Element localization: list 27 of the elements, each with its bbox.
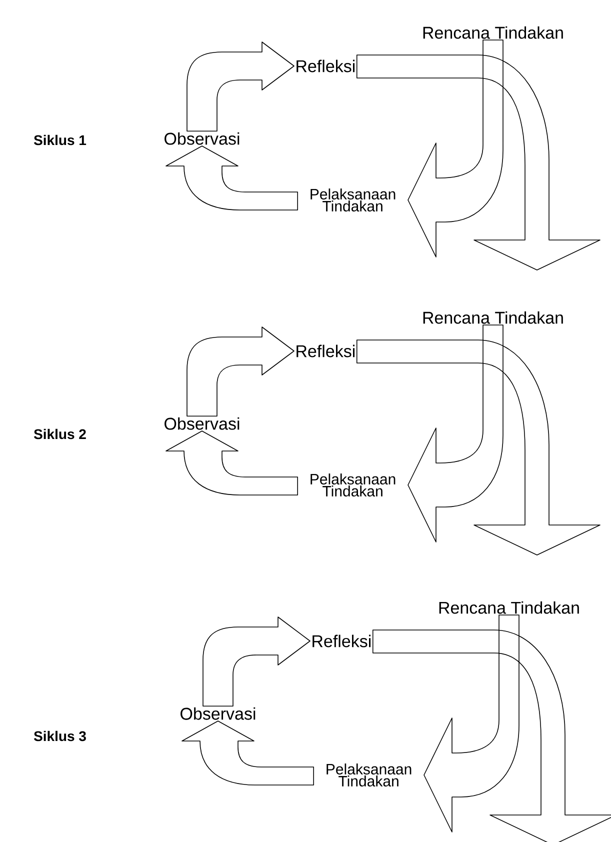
block-arrow — [356, 340, 600, 556]
block-arrow — [372, 630, 611, 842]
block-arrow — [424, 614, 520, 832]
block-arrow — [356, 54, 600, 270]
block-arrow — [408, 40, 504, 258]
block-arrow — [186, 326, 294, 417]
step-label: Observasi — [164, 417, 240, 430]
step-label: Pelaksanaan Tindakan — [310, 474, 396, 496]
step-label: Observasi — [164, 132, 240, 145]
block-arrow — [186, 42, 294, 132]
block-arrow — [166, 430, 298, 496]
block-arrow — [408, 324, 504, 542]
step-label: Observasi — [180, 707, 256, 720]
step-label: Refleksi — [296, 344, 355, 358]
step-label: Rencana Tindakan — [423, 311, 563, 324]
block-arrow — [182, 720, 314, 786]
step-label: Pelaksanaan Tindakan — [326, 764, 412, 786]
block-arrow — [166, 146, 298, 210]
step-label: Rencana Tindakan — [423, 26, 563, 39]
cycle-label: Siklus 2 — [34, 428, 86, 440]
cycle-label: Siklus 3 — [34, 730, 86, 742]
step-label: Pelaksanaan Tindakan — [310, 188, 396, 212]
cycle-label: Siklus 1 — [34, 134, 86, 146]
step-label: Refleksi — [312, 634, 371, 648]
step-label: Refleksi — [296, 60, 355, 72]
step-label: Rencana Tindakan — [439, 601, 579, 614]
block-arrow — [202, 616, 310, 707]
